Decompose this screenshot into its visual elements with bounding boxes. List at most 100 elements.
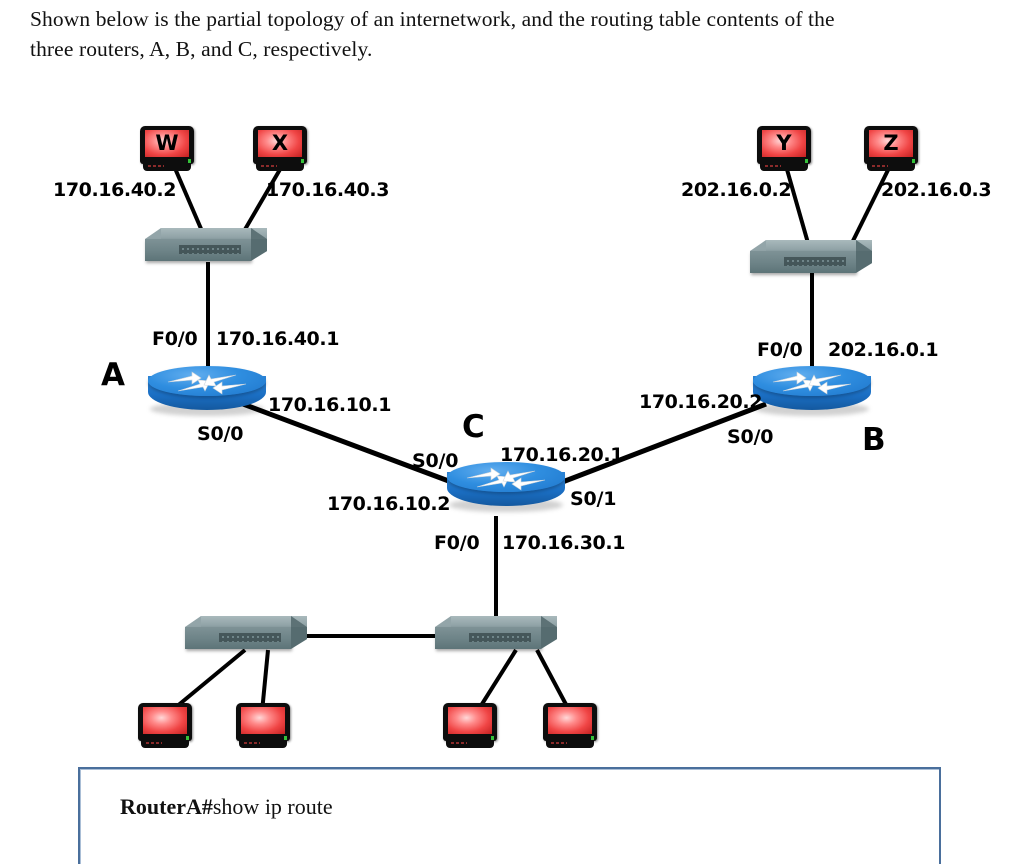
router-arrows-icon <box>167 371 247 395</box>
monitor-power-led-icon <box>188 159 191 163</box>
router-b-label: B <box>862 422 886 458</box>
monitor-screen <box>258 130 302 157</box>
switch-side-edge <box>291 616 307 627</box>
console-command: show ip route <box>212 794 333 819</box>
link-routerA-routerC <box>242 401 463 489</box>
switch-side <box>291 627 307 649</box>
switch-left-lan[interactable] <box>145 228 267 268</box>
router-a-s00-if: S0/0 <box>197 423 244 445</box>
monitor-base <box>446 739 494 748</box>
router-c-s01-if: S0/1 <box>570 488 617 510</box>
router-a-f00-ip: 170.16.40.1 <box>216 328 340 350</box>
router-a-console-box: RouterA#show ip route <box>78 767 941 864</box>
monitor-leds-icon <box>261 165 277 167</box>
switch-side <box>541 627 557 649</box>
switch-top <box>451 616 557 627</box>
monitor-base <box>546 739 594 748</box>
router-c-label: C <box>462 409 485 445</box>
switch-side-edge <box>541 616 557 627</box>
router-b-f00-ip: 202.16.0.1 <box>828 339 939 361</box>
host-z-label: Z <box>883 131 899 155</box>
host-x-label: X <box>271 131 289 155</box>
switch-bottom-right[interactable] <box>435 616 557 656</box>
switch-side-edge <box>251 228 267 239</box>
monitor-base <box>141 739 189 748</box>
router-c-f00-ip: 170.16.30.1 <box>502 532 626 554</box>
switch-ports-icon <box>219 633 281 642</box>
intro-text: Shown below is the partial topology of a… <box>30 4 1018 64</box>
switch-side <box>856 251 872 273</box>
host-w-ip: 170.16.40.2 <box>53 179 177 201</box>
switch-top <box>766 240 872 251</box>
host-y-ip: 202.16.0.2 <box>681 179 792 201</box>
monitor-leds-icon <box>148 165 164 167</box>
host-x-ip: 170.16.40.3 <box>266 179 390 201</box>
monitor-power-led-icon <box>805 159 808 163</box>
bottom-pc-3[interactable] <box>443 703 497 749</box>
console-command-line: RouterA#show ip route <box>120 794 333 820</box>
monitor-screen <box>869 130 913 157</box>
switch-top-left-edge <box>750 240 766 251</box>
monitor-leds-icon <box>872 165 888 167</box>
monitor-screen <box>145 130 189 157</box>
monitor-leds-icon <box>551 742 567 744</box>
router-c-s00-ip: 170.16.10.2 <box>327 493 451 515</box>
monitor-screen <box>548 707 592 734</box>
bottom-pc-4[interactable] <box>543 703 597 749</box>
monitor-leds-icon <box>146 742 162 744</box>
bottom-pc-2[interactable] <box>236 703 290 749</box>
router-a-s00-ip: 170.16.10.1 <box>268 394 392 416</box>
switch-bottom-left[interactable] <box>185 616 307 656</box>
router-c-s01-ip: 170.16.20.1 <box>500 444 624 466</box>
switch-top <box>201 616 307 627</box>
monitor-power-led-icon <box>491 736 494 740</box>
monitor-screen <box>241 707 285 734</box>
host-y[interactable]: Y <box>757 126 811 172</box>
host-w-label: W <box>155 131 179 155</box>
intro-line-2: three routers, A, B, and C, respectively… <box>30 37 373 61</box>
host-z[interactable]: Z <box>864 126 918 172</box>
switch-side <box>251 239 267 261</box>
switch-top <box>161 228 267 239</box>
router-b-f00-if: F0/0 <box>757 339 803 361</box>
host-y-label: Y <box>776 131 792 155</box>
router-c-f00-if: F0/0 <box>434 532 480 554</box>
host-x[interactable]: X <box>253 126 307 172</box>
monitor-screen <box>143 707 187 734</box>
router-c[interactable] <box>447 462 565 518</box>
switch-ports-icon <box>469 633 531 642</box>
monitor-base <box>867 162 915 171</box>
monitor-screen <box>448 707 492 734</box>
monitor-power-led-icon <box>284 736 287 740</box>
switch-ports-icon <box>784 257 846 266</box>
switch-top-left-edge <box>435 616 451 627</box>
switch-ports-icon <box>179 245 241 254</box>
switch-top-left-edge <box>185 616 201 627</box>
monitor-leds-icon <box>244 742 260 744</box>
intro-line-1: Shown below is the partial topology of a… <box>30 7 835 31</box>
console-prompt: RouterA# <box>120 794 213 819</box>
bottom-pc-1[interactable] <box>138 703 192 749</box>
monitor-leds-icon <box>765 165 781 167</box>
monitor-base <box>143 162 191 171</box>
monitor-power-led-icon <box>591 736 594 740</box>
monitor-base <box>760 162 808 171</box>
host-z-ip: 202.16.0.3 <box>881 179 992 201</box>
switch-side-edge <box>856 240 872 251</box>
monitor-power-led-icon <box>301 159 304 163</box>
switch-right-lan[interactable] <box>750 240 872 280</box>
router-a[interactable] <box>148 366 266 422</box>
monitor-leds-icon <box>451 742 467 744</box>
router-c-s00-if: S0/0 <box>412 450 459 472</box>
monitor-power-led-icon <box>186 736 189 740</box>
monitor-power-led-icon <box>912 159 915 163</box>
host-w[interactable]: W <box>140 126 194 172</box>
router-a-label: A <box>101 357 125 393</box>
router-arrows-icon <box>466 467 546 491</box>
router-a-f00-if: F0/0 <box>152 328 198 350</box>
monitor-base <box>256 162 304 171</box>
router-b-s00-if: S0/0 <box>727 426 774 448</box>
router-b[interactable] <box>753 366 871 422</box>
router-arrows-icon <box>772 371 852 395</box>
